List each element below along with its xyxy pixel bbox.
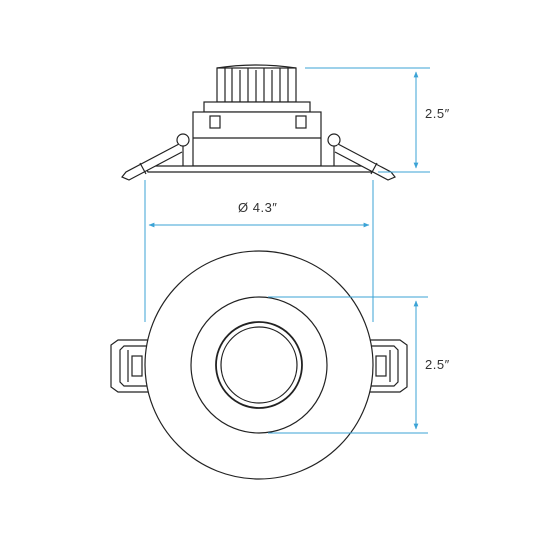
diameter-label: Ø 4.3″ xyxy=(238,200,278,215)
lens-outer xyxy=(215,321,303,409)
bottom-height-label: 2.5″ xyxy=(425,357,450,372)
right-clip-tab xyxy=(368,339,408,393)
heat-sink xyxy=(216,64,297,103)
diameter-dimension xyxy=(144,180,374,322)
housing xyxy=(192,101,322,167)
bottom-view xyxy=(110,250,408,480)
right-spring-clip xyxy=(327,133,396,181)
top-height-label: 2.5″ xyxy=(425,106,450,121)
left-spring-clip xyxy=(121,133,190,181)
trim-flange xyxy=(144,165,376,173)
lens-inner xyxy=(220,326,298,404)
trim-outer-circle xyxy=(144,250,374,480)
side-view xyxy=(121,64,396,181)
gimbal-ring xyxy=(190,296,328,434)
top-height-dimension xyxy=(305,67,430,173)
left-clip-tab xyxy=(110,339,150,393)
bottom-height-dimension xyxy=(268,296,428,434)
